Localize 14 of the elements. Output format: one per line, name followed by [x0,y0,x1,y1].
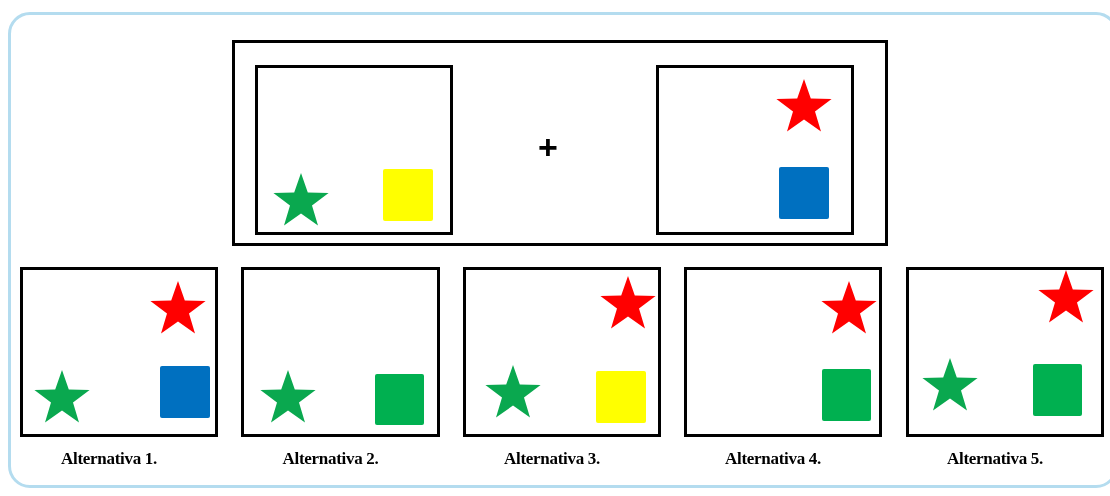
picture-frame [241,267,440,437]
picture-frame [232,40,888,246]
option-caption: Alternativa 2. [282,449,379,469]
picture-frame [463,267,661,437]
picture-frame [684,267,882,437]
picture-frame [255,65,453,235]
picture-frame [906,267,1104,437]
option-caption: Alternativa 1. [61,449,157,469]
picture-frame [656,65,854,235]
option-caption: Alternativa 4. [725,449,821,469]
option-caption: Alternativa 5. [947,449,1043,469]
picture-frame [20,267,218,437]
option-caption: Alternativa 3. [504,449,600,469]
plus-sign: + [538,130,558,164]
